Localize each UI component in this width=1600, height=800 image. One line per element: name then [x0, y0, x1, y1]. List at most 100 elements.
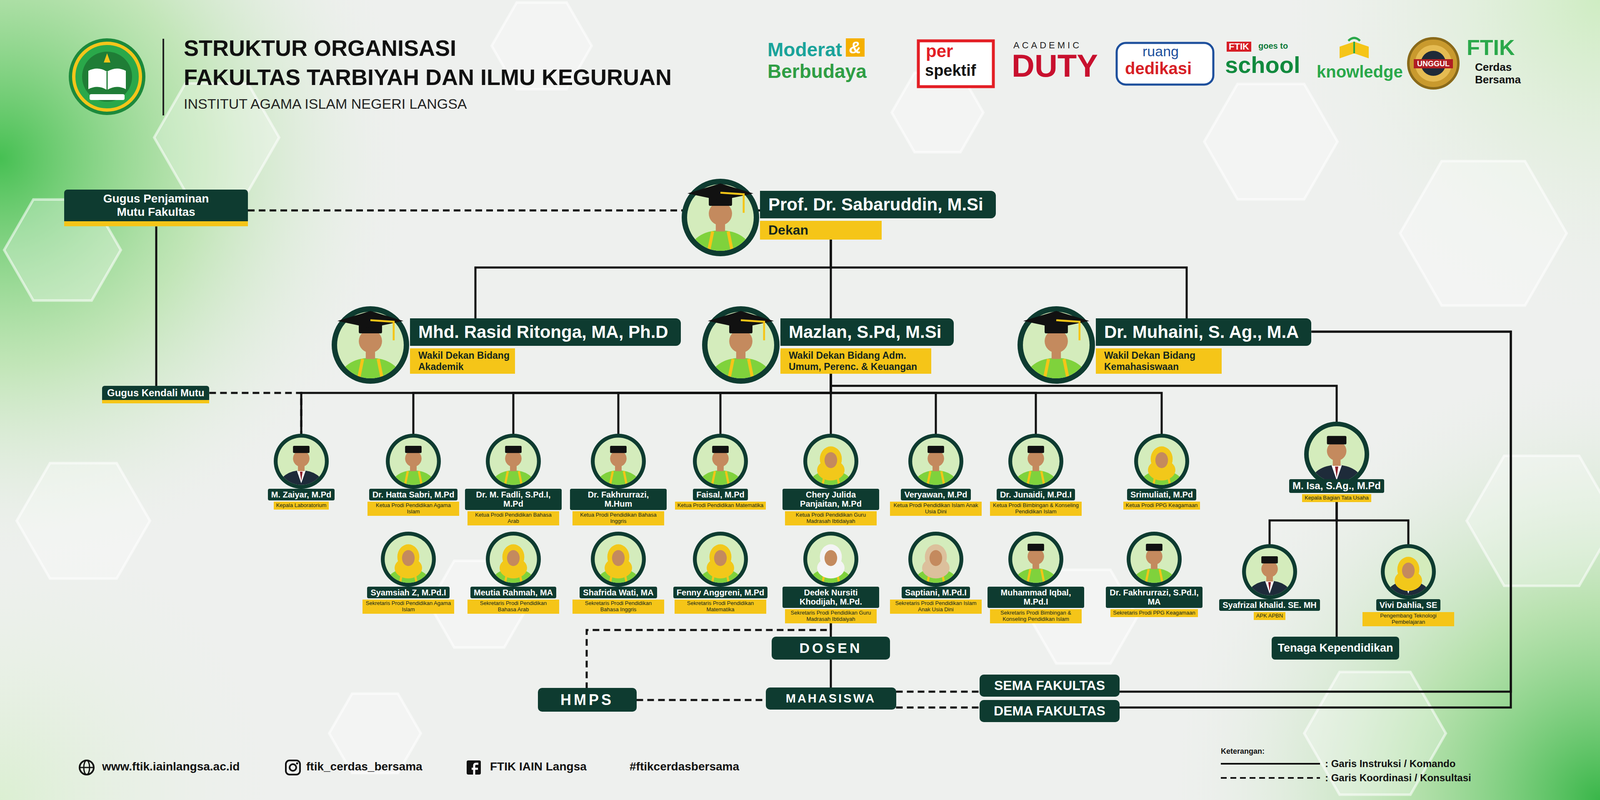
- faculty-logo-part: [73, 43, 141, 110]
- portrait-figure-part: [504, 471, 508, 488]
- person-name: Chery Julida Panjaitan, M.Pd: [782, 488, 880, 510]
- portrait-figure-part: [728, 358, 733, 382]
- faculty-logo-part: [89, 94, 125, 100]
- coordination-line: [636, 699, 766, 702]
- staff-card: Dr. Fakhrurrazi, S.Pd.I, MASekretaris Pr…: [1105, 586, 1203, 618]
- portrait-figure-part: [1327, 435, 1347, 445]
- person-name: Syafrizal khalid. SE. MH: [1219, 599, 1320, 611]
- portrait-figure-part: [507, 550, 520, 566]
- portrait-figure-part: [402, 550, 415, 566]
- person-name: M. Isa, S.Ag., M.Pd: [1289, 479, 1385, 493]
- hexagon-shape: [16, 462, 150, 579]
- person-name: M. Zaiyar, M.Pd: [267, 488, 335, 501]
- unit-name: DEMA FAKULTAS: [993, 703, 1106, 719]
- portrait-figure-part: [502, 544, 525, 570]
- staff-card: Shafrida Wati, MASekretaris Prodi Pendid…: [572, 586, 665, 614]
- person-name: Dr. Junaidi, M.Pd.I: [996, 488, 1075, 501]
- position-title: Dekan: [760, 220, 882, 240]
- portrait-figure-part: [1145, 543, 1163, 551]
- faculty-logo-part: [106, 71, 108, 90]
- person-name: Muhammad Iqbal, M.Pd.I: [987, 586, 1085, 608]
- logo-text: spektif: [925, 62, 976, 79]
- book-icon-part: [1353, 41, 1355, 54]
- staff-card: Vivi Dahlia, SEPengembang Teknologi Pemb…: [1362, 599, 1455, 627]
- portrait-figure-part: [607, 544, 630, 570]
- portrait-figure-part: [1134, 433, 1190, 489]
- logo-text: per: [925, 42, 953, 60]
- logo-text: Moderat: [767, 40, 843, 60]
- staff-card: Fenny Anggreni, M.PdSekretaris Prodi Pen…: [673, 586, 768, 614]
- logo-frame: [918, 40, 994, 87]
- logo-text: Berbudaya: [767, 61, 867, 81]
- portrait-figure-part: [824, 452, 838, 468]
- unit-name: SEMA FAKULTAS: [994, 677, 1105, 694]
- logo-frame: [1116, 42, 1214, 85]
- unit-box: Gugus Penjaminan Mutu Fakultas: [64, 189, 248, 227]
- portrait-figure-part: [380, 531, 436, 587]
- command-line: [155, 226, 158, 386]
- facebook-icon: [466, 760, 481, 775]
- portrait-figure-part: [725, 471, 730, 488]
- unit-box: SEMA FAKULTAS: [979, 674, 1120, 697]
- person-name: Dr. M. Fadli, S.Pd.I, M.Pd: [465, 488, 562, 510]
- portrait-figure-part: [1056, 320, 1080, 340]
- portrait-figure-part: [709, 544, 732, 570]
- facebook-icon-part: [471, 763, 479, 775]
- subtitle: FAKULTAS TARBIYAH DAN ILMU KEGURUAN: [183, 65, 672, 89]
- person-name: Srimuliati, M.Pd: [1127, 488, 1197, 501]
- position-title: Sekretaris Prodi PPG Keagamaan: [1110, 609, 1198, 618]
- command-line: [513, 373, 831, 489]
- portrait-figure: [681, 178, 760, 273]
- position-title: Sekretaris Prodi Pendidikan Matematika: [674, 599, 767, 614]
- position-title: Ketua Prodi Bimbingan & Konseling Pendid…: [990, 501, 1082, 516]
- portrait-figure-part: [820, 446, 843, 472]
- portrait-figure-part: [1043, 358, 1049, 382]
- portrait-figure-part: [1304, 421, 1370, 487]
- faculty-logo-part: [103, 53, 111, 63]
- unit-box: HMPS: [537, 687, 637, 712]
- portrait-figure-part: [1261, 556, 1278, 564]
- header-separator: [162, 38, 165, 116]
- portrait-figure-part: [1268, 582, 1272, 592]
- portrait-figure-part: [404, 471, 408, 488]
- globe-icon-part: [79, 767, 94, 769]
- award-badge: [1408, 38, 1459, 89]
- portrait-figure-part: [710, 357, 773, 401]
- portrait-figure-part: [1402, 562, 1415, 579]
- person-name: Veryawan, M.Pd: [900, 488, 971, 501]
- position-title: Sekretaris Prodi Pendidikan Bahasa Arab: [467, 599, 560, 614]
- position-title: Sekretaris Prodi Pendidikan Guru Madrasa…: [785, 609, 877, 624]
- portrait-figure-part: [1242, 544, 1298, 600]
- person-name: Dr. Hatta Sabri, M.Pd: [369, 488, 458, 501]
- position-title: Ketua Prodi PPG Keagamaan: [1123, 501, 1201, 510]
- portrait-figure-part: [1027, 445, 1045, 453]
- portrait-figure-part: [927, 445, 945, 453]
- portrait-figure-part: [418, 471, 423, 488]
- position-title: Sekretaris Prodi Pendidikan Agama Islam: [362, 599, 455, 614]
- portrait-figure-part: [941, 471, 945, 488]
- badge-text: UNGGUL: [1413, 59, 1453, 69]
- portrait-figure-part: [1335, 466, 1339, 478]
- portrait-figure: [331, 306, 410, 401]
- portrait-figure-part: [929, 550, 943, 566]
- award-badge-part: [1408, 38, 1459, 89]
- portrait-figure-part: [357, 358, 363, 382]
- person-name: Dr. Fakhrurrazi, S.Pd.I, MA: [1105, 586, 1203, 608]
- legend-sample: [1220, 771, 1321, 785]
- portrait-figure-part: [610, 445, 627, 453]
- portrait-figure-part: [720, 192, 744, 213]
- portrait-figure-part: [689, 230, 752, 273]
- logo-text: ACADEMIC: [1013, 40, 1082, 50]
- unit-name: Gugus Penjaminan Mutu Fakultas: [93, 192, 219, 219]
- portrait-figure-part: [908, 531, 964, 587]
- instagram-icon: [285, 760, 300, 775]
- portrait-figure-part: [1331, 465, 1343, 481]
- coordination-line: [896, 706, 980, 709]
- leader-card: Mazlan, S.Pd, M.SiWakil Dekan Bidang Adm…: [780, 318, 954, 374]
- position-title: Sekretaris Prodi Bimbingan & Konseling P…: [990, 609, 1082, 624]
- legend-entry: : Garis Koordinasi / Konsultasi: [1220, 771, 1472, 785]
- command-line: [830, 659, 833, 688]
- portrait-figure-part: [925, 544, 948, 570]
